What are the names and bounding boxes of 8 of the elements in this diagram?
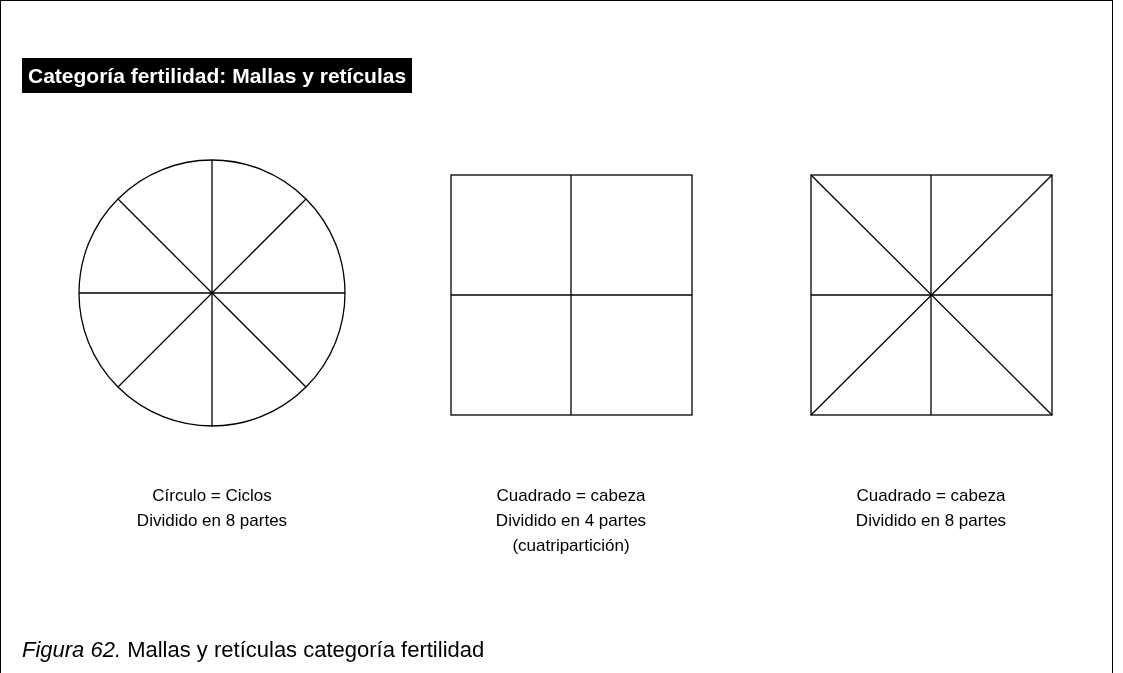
- title-banner: Categoría fertilidad: Mallas y retículas: [22, 58, 413, 93]
- figure-caption-line: Dividido en 8 partes: [855, 510, 1007, 532]
- figure-caption-line: Dividido en 4 partes: [495, 510, 647, 532]
- figure-caption-line: Dividido en 8 partes: [136, 510, 288, 532]
- figure-caption-line: Cuadrado = cabeza: [496, 485, 646, 507]
- figure-caption-line: Círculo = Ciclos: [152, 485, 272, 507]
- figure-caption-line: (cuatripartición): [512, 535, 630, 557]
- figure-caption-line: Cuadrado = cabeza: [856, 485, 1006, 507]
